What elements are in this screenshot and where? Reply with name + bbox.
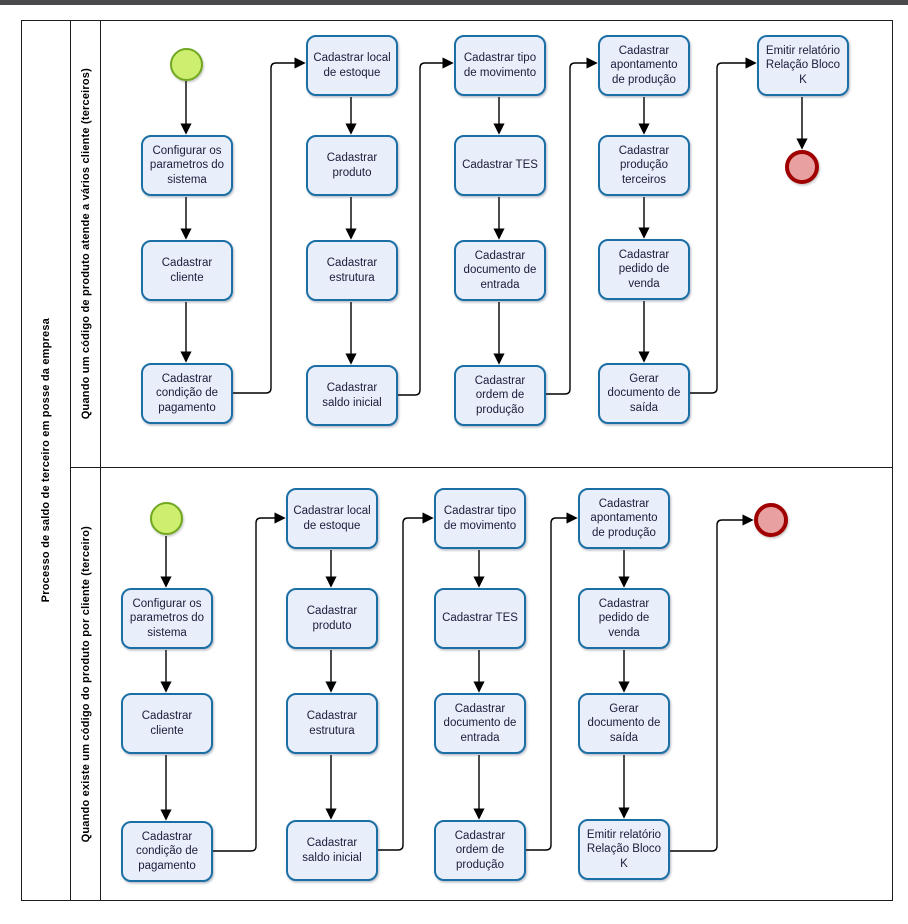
task-label: Cadastrar TES (442, 612, 518, 625)
lane-divider (71, 467, 893, 468)
task-top-cadastrar-produto[interactable]: Cadastrar produto (306, 135, 398, 196)
task-label: Gerar documento de saída (587, 702, 661, 744)
task-bottom-documento-saida[interactable]: Gerar documento de saída (578, 693, 670, 754)
task-label: Cadastrar apontamento de produção (610, 44, 678, 86)
lane-header-top[interactable]: Quando um código de produto atende a vár… (71, 20, 100, 467)
task-label: Cadastrar ordem de produção (454, 829, 506, 871)
start-event-top[interactable] (170, 48, 203, 81)
task-top-saldo-inicial[interactable]: Cadastrar saldo inicial (306, 365, 398, 426)
task-bottom-ordem-producao[interactable]: Cadastrar ordem de produção (434, 820, 526, 881)
task-top-apontamento-producao[interactable]: Cadastrar apontamento de produção (598, 35, 690, 96)
task-label: Cadastrar cliente (161, 257, 213, 284)
lane-title-top: Quando um código de produto atende a vár… (79, 67, 92, 420)
task-bottom-tipo-movimento[interactable]: Cadastrar tipo de movimento (434, 488, 526, 549)
task-top-tipo-movimento[interactable]: Cadastrar tipo de movimento (454, 35, 546, 96)
task-label: Cadastrar tipo de movimento (443, 505, 517, 532)
task-bottom-cadastrar-estrutura[interactable]: Cadastrar estrutura (286, 693, 378, 754)
task-bottom-apontamento-producao[interactable]: Cadastrar apontamento de produção (578, 488, 670, 549)
task-label: Cadastrar estrutura (326, 257, 378, 284)
task-bottom-condicao-pagamento[interactable]: Cadastrar condição de pagamento (121, 821, 213, 882)
task-top-cadastrar-cliente[interactable]: Cadastrar cliente (141, 240, 233, 301)
task-bottom-cadastrar-tes[interactable]: Cadastrar TES (434, 588, 526, 649)
task-label: Configurar os parametros do sistema (129, 597, 205, 639)
task-bottom-documento-entrada[interactable]: Cadastrar documento de entrada (434, 693, 526, 754)
lane-title-bottom: Quando existe um código do produto por c… (79, 525, 92, 843)
task-label: Cadastrar ordem de produção (474, 374, 526, 416)
task-label: Cadastrar cliente (141, 710, 193, 737)
task-top-producao-terceiros[interactable]: Cadastrar produção terceiros (598, 135, 690, 196)
task-label: Configurar os parametros do sistema (149, 144, 225, 186)
task-label: Cadastrar produto (326, 152, 378, 179)
end-event-top[interactable] (785, 150, 819, 184)
task-bottom-pedido-venda[interactable]: Cadastrar pedido de venda (578, 588, 670, 649)
task-label: Cadastrar local de estoque (293, 505, 371, 532)
task-bottom-cadastrar-cliente[interactable]: Cadastrar cliente (121, 693, 213, 754)
task-top-documento-entrada[interactable]: Cadastrar documento de entrada (454, 240, 546, 301)
task-top-ordem-producao[interactable]: Cadastrar ordem de produção (454, 365, 546, 426)
end-event-bottom[interactable] (754, 503, 788, 537)
task-label: Emitir relatório Relação Bloco K (765, 44, 841, 86)
task-bottom-saldo-inicial[interactable]: Cadastrar saldo inicial (286, 820, 378, 881)
task-label: Cadastrar TES (462, 159, 538, 172)
task-label: Cadastrar pedido de venda (598, 597, 650, 639)
pool-header[interactable]: Processo de saldo de terceiro em posse d… (21, 20, 71, 901)
task-bottom-configurar-parametros[interactable]: Configurar os parametros do sistema (121, 588, 213, 649)
lane-content-divider (100, 20, 101, 901)
task-label: Cadastrar saldo inicial (322, 382, 382, 409)
task-label: Cadastrar local de estoque (313, 52, 391, 79)
task-top-documento-saida[interactable]: Gerar documento de saída (598, 363, 690, 424)
task-label: Cadastrar condição de pagamento (155, 372, 219, 414)
task-label: Cadastrar pedido de venda (618, 248, 670, 290)
task-top-relatorio-bloco-k[interactable]: Emitir relatório Relação Bloco K (757, 35, 849, 96)
task-bottom-relatorio-bloco-k[interactable]: Emitir relatório Relação Bloco K (578, 819, 670, 880)
task-top-local-estoque[interactable]: Cadastrar local de estoque (306, 35, 398, 96)
window-edge-strip (0, 0, 908, 5)
task-top-cadastrar-estrutura[interactable]: Cadastrar estrutura (306, 240, 398, 301)
pool-title: Processo de saldo de terceiro em posse d… (39, 318, 52, 603)
task-label: Cadastrar saldo inicial (302, 837, 362, 864)
task-label: Cadastrar produção terceiros (618, 144, 670, 186)
task-label: Cadastrar apontamento de produção (590, 497, 658, 539)
task-label: Cadastrar tipo de movimento (463, 52, 537, 79)
task-label: Cadastrar condição de pagamento (135, 830, 199, 872)
task-bottom-local-estoque[interactable]: Cadastrar local de estoque (286, 488, 378, 549)
task-label: Cadastrar documento de entrada (443, 702, 517, 744)
start-event-bottom[interactable] (150, 502, 183, 535)
task-top-configurar-parametros[interactable]: Configurar os parametros do sistema (141, 135, 233, 196)
task-label: Gerar documento de saída (607, 372, 681, 414)
task-bottom-cadastrar-produto[interactable]: Cadastrar produto (286, 588, 378, 649)
task-label: Cadastrar estrutura (306, 710, 358, 737)
task-label: Cadastrar documento de entrada (463, 249, 537, 291)
task-top-pedido-venda[interactable]: Cadastrar pedido de venda (598, 239, 690, 300)
task-label: Cadastrar produto (306, 605, 358, 632)
task-label: Emitir relatório Relação Bloco K (586, 828, 662, 870)
task-top-condicao-pagamento[interactable]: Cadastrar condição de pagamento (141, 363, 233, 424)
task-top-cadastrar-tes[interactable]: Cadastrar TES (454, 135, 546, 196)
lane-header-bottom[interactable]: Quando existe um código do produto por c… (71, 467, 100, 901)
